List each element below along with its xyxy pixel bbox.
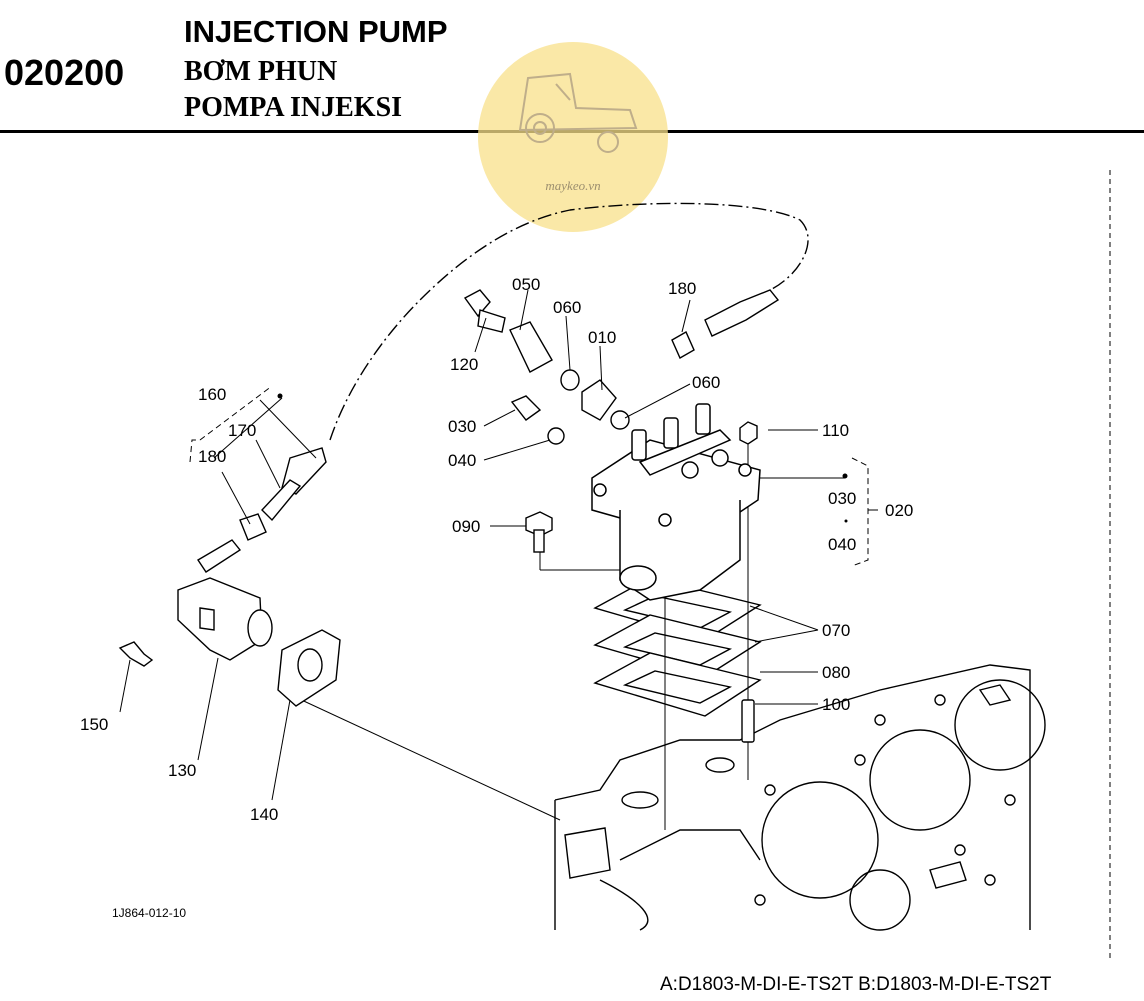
model-applicability: A:D1803-M-DI-E-TS2T B:D1803-M-DI-E-TS2T: [660, 974, 1052, 995]
stud-and-nut: [739, 421, 758, 743]
part-label-170: 170: [228, 421, 256, 440]
part-label-080: 080: [822, 663, 850, 682]
bracket-dot-160: [277, 393, 283, 399]
bracket-160: [189, 385, 273, 463]
part-label-030-left: 030: [448, 417, 476, 436]
watermark-logo: maykeo.vn: [478, 42, 668, 232]
cable-end: [239, 447, 327, 541]
fuel-fittings: [463, 289, 780, 445]
part-label-060-right: 060: [692, 373, 720, 392]
bracket-dot-020: [842, 473, 848, 479]
part-label-060-top: 060: [553, 298, 581, 317]
title-vietnamese: BƠM PHUN: [184, 56, 338, 87]
gasket-stack: [593, 577, 762, 717]
part-label-120: 120: [450, 355, 478, 374]
injection-pump: [591, 403, 761, 601]
part-label-180-left: 180: [198, 447, 226, 466]
part-label-010: 010: [588, 328, 616, 347]
part-label-100: 100: [822, 695, 850, 714]
bracket-020: [851, 457, 869, 567]
part-label-180-top: 180: [668, 279, 696, 298]
watermark-text: maykeo.vn: [545, 178, 600, 193]
part-label-050: 050: [512, 275, 540, 294]
stop-cable: [329, 202, 809, 441]
part-label-140: 140: [250, 805, 278, 824]
bolt-090: [525, 511, 553, 553]
bracket-dot-mid: [844, 519, 848, 523]
title-indonesian: POMPA INJEKSI: [184, 92, 403, 123]
section-code: 020200: [4, 52, 125, 93]
part-label-020: 020: [885, 501, 913, 520]
part-label-090: 090: [452, 517, 480, 536]
part-label-160: 160: [198, 385, 226, 404]
part-label-150: 150: [80, 715, 108, 734]
part-label-070: 070: [822, 621, 850, 640]
part-label-040-right: 040: [828, 535, 856, 554]
part-label-040-left: 040: [448, 451, 476, 470]
part-label-130: 130: [168, 761, 196, 780]
part-label-110: 110: [822, 421, 849, 440]
engine-block: [554, 664, 1046, 931]
leader-lines: [119, 289, 878, 801]
title-english: INJECTION PUMP: [184, 14, 448, 49]
part-label-030-right: 030: [828, 489, 856, 508]
figure-code: 1J864-012-10: [112, 906, 187, 920]
page-header: 020200 INJECTION PUMP BƠM PHUN POMPA INJ…: [0, 0, 1144, 130]
stop-solenoid: [118, 539, 341, 707]
